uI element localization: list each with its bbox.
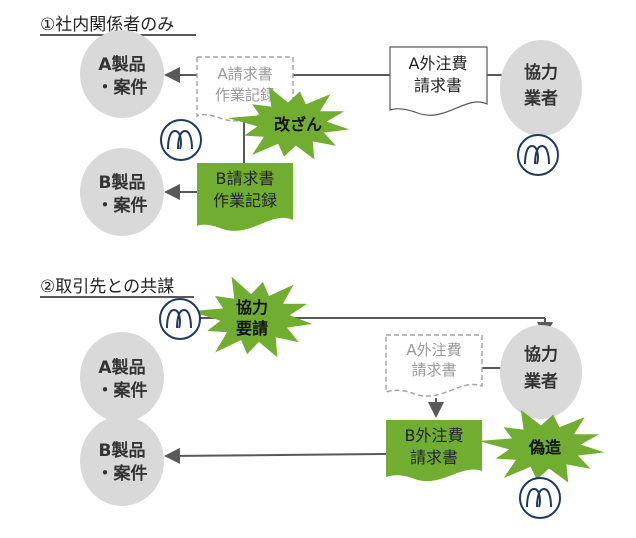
partner-label: 協力 [524, 344, 558, 365]
ghost-outsource-doc [385, 334, 483, 397]
partner-node [500, 325, 582, 419]
request-label: 協力 [236, 298, 268, 317]
outsource-doc-label: A外注費 [409, 54, 468, 73]
forgery-burst [478, 409, 605, 483]
b-doc-label: B請求書 [216, 169, 275, 188]
b-doc-label: 作業記録 [213, 191, 277, 210]
node-b-label: ・案件 [97, 463, 148, 484]
person-icon [517, 134, 559, 176]
node-a-label: ・案件 [97, 77, 148, 98]
node-a-label: A製品 [98, 54, 145, 75]
node-a-product [80, 30, 164, 118]
ghost-doc-label: 請求書 [411, 361, 456, 379]
node-b-product [80, 148, 164, 236]
node-a-label: ・案件 [97, 380, 148, 401]
ghost-doc-label: A請求書 [217, 65, 272, 83]
forgery-label: 偽造 [528, 438, 562, 457]
section-1-title: ①社内関係者のみ [40, 15, 174, 35]
request-burst [190, 276, 313, 358]
node-b-label: B製品 [99, 440, 146, 461]
person-icon [519, 477, 561, 519]
section-2: ②取引先との共謀 A製品 ・案件 B製品 ・案件 協力 業者 A外注費 請求書 … [40, 276, 605, 519]
outsource-invoice-doc [389, 46, 488, 116]
partner-node [500, 40, 582, 136]
b-doc-label: 請求書 [410, 448, 458, 467]
person-icon [159, 298, 201, 340]
node-b-product [80, 416, 164, 506]
outsource-doc-label: 請求書 [414, 76, 462, 95]
tamper-burst [227, 86, 350, 160]
node-a-product [80, 332, 164, 422]
ghost-invoice-doc [196, 56, 294, 122]
ghost-doc-label: 作業記録 [215, 86, 275, 104]
b-doc-label: B外注費 [405, 426, 464, 445]
person-icon [160, 119, 202, 161]
partner-label: 業者 [524, 88, 558, 109]
b-invoice-doc [197, 163, 293, 231]
node-b-label: B製品 [99, 172, 146, 193]
arrow-to-b [164, 447, 387, 464]
section-2-title: ②取引先との共謀 [40, 277, 174, 297]
node-a-label: A製品 [98, 357, 145, 378]
partner-label: 協力 [524, 62, 558, 83]
partner-label: 業者 [524, 371, 558, 392]
request-label: 要請 [236, 319, 268, 338]
tamper-label: 改ざん [274, 115, 322, 134]
node-b-label: ・案件 [97, 195, 148, 216]
section-1: ①社内関係者のみ A製品 ・案件 B製品 ・案件 協力 業者 A請求書 作業記録… [40, 15, 582, 236]
b-outsource-doc [386, 420, 482, 482]
ghost-doc-label: A外注費 [406, 341, 461, 359]
